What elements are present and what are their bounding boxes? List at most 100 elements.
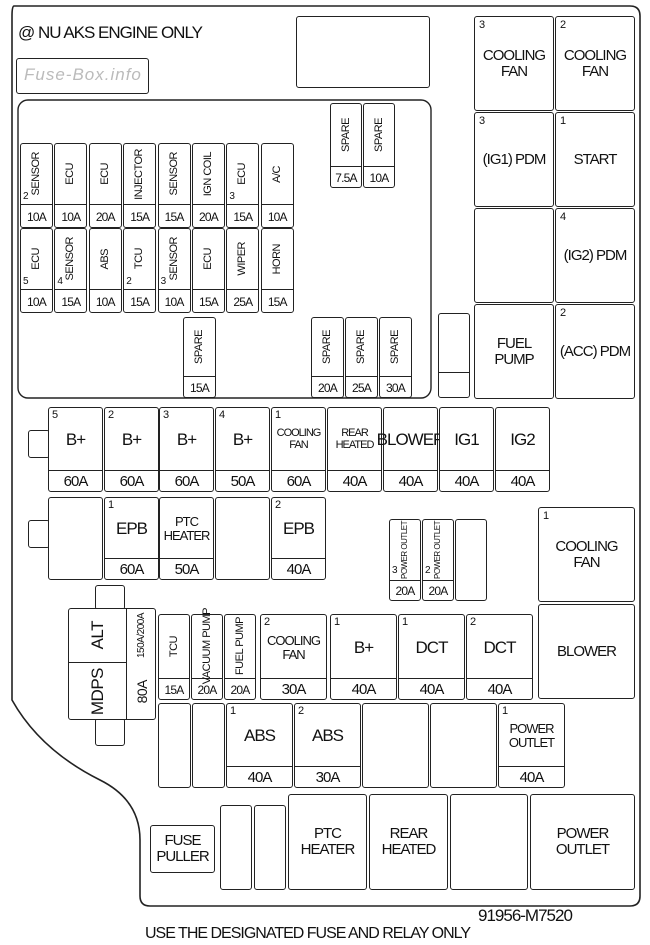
fuse-blank: [430, 703, 497, 788]
label-area: ECU: [90, 144, 121, 204]
relay-number: 1: [560, 115, 567, 127]
label-area: VACUUM PUMP: [192, 608, 222, 684]
divider: [21, 204, 52, 205]
divider: [124, 289, 156, 290]
divider: [55, 289, 87, 290]
fuse-label: ECU: [236, 163, 249, 185]
relay-label: BLOWER: [556, 642, 617, 660]
alt-mdps-block: [68, 608, 156, 720]
blank-slot: [455, 519, 487, 601]
relay--ig1-pdm: 3(IG1) PDM: [474, 112, 554, 207]
divider: [227, 289, 259, 290]
divider: [272, 558, 325, 559]
relay-ptc-heater: PTC HEATER: [288, 794, 367, 890]
fuse-amp: 30A: [281, 681, 307, 699]
relay-number: 1: [543, 510, 550, 522]
relay-rear-heated: REAR HEATED: [369, 794, 448, 890]
relay-label: COOLING FAN: [563, 46, 627, 80]
divider: [227, 766, 292, 767]
fuse-label: FUEL PUMP: [233, 617, 246, 676]
fuse-number: 1: [275, 409, 282, 421]
relay-label: (IG2) PDM: [563, 246, 628, 264]
fuse-amp: 60A: [119, 561, 145, 579]
relay-fuel-pump: FUEL PUMP: [474, 304, 554, 399]
relay-label: FUEL PUMP: [494, 334, 534, 368]
fuse-amp: 40A: [487, 681, 513, 699]
fuse-label: IG2: [510, 430, 535, 450]
fuse-number: 1: [502, 705, 509, 717]
relay-number: 2: [560, 19, 567, 31]
fuse-amp: 20A: [395, 584, 416, 598]
fuse-label: HORN: [270, 243, 283, 275]
fuse-amp: 10A: [27, 210, 47, 224]
relay-number: 2: [560, 307, 567, 319]
relay--ig2-pdm: 4 (IG2) PDM: [555, 208, 635, 303]
fuse-amp: 30A: [315, 769, 341, 787]
fuse-label: B+: [353, 637, 374, 657]
blank-relay-top: [296, 16, 430, 88]
divider: [364, 166, 394, 167]
fuse-amp: 60A: [63, 473, 89, 491]
fuse-label: EPB: [282, 519, 315, 539]
fuse-label: SENSOR: [30, 152, 42, 196]
divider: [312, 376, 343, 377]
fuse-amp: 20A: [230, 683, 251, 697]
divider: [331, 166, 361, 167]
fuse-label: POWER OUTLET: [400, 520, 409, 579]
fuse-number: 5: [23, 276, 29, 287]
fuse-label: TCU: [167, 635, 180, 658]
divider: [261, 289, 293, 290]
label-area: SPARE: [364, 104, 394, 166]
fuse-amp: 40A: [286, 561, 312, 579]
fuse-tcu: TCU 15A: [158, 614, 190, 700]
fuse-amp: 15A: [164, 683, 185, 697]
label-area: FUEL PUMP: [225, 615, 255, 678]
fuse-label: B+: [232, 430, 253, 450]
fuse-label: SENSOR: [64, 237, 77, 281]
divider: [272, 470, 325, 471]
fuse-amp: 15A: [164, 210, 185, 224]
fuse-number: 1: [402, 616, 409, 628]
fuse-amp: 40A: [351, 681, 377, 699]
label-box: [16, 58, 149, 94]
fuse-label: TCU: [133, 248, 146, 270]
divider: [331, 678, 396, 679]
engine-note: @ NU AKS ENGINE ONLY: [18, 23, 203, 42]
fuse-number: 3: [160, 276, 167, 287]
mdps-label: MDPS: [87, 667, 107, 716]
fuse-label: IGN COIL: [202, 151, 214, 197]
fuse-label: SPARE: [389, 330, 401, 364]
fuse-label: SPARE: [321, 330, 333, 364]
fuse-amp: 20A: [428, 584, 449, 598]
fuse-label: WIPER: [236, 242, 249, 276]
fuse-label: PTC HEATER: [163, 514, 211, 543]
fuse-label: DCT: [483, 637, 517, 657]
fuse-amp: 40A: [519, 769, 545, 787]
fuse-amp: 20A: [197, 683, 218, 697]
fuse-label: A/C: [270, 165, 283, 183]
fuse-label: ECU: [30, 248, 42, 270]
fuse-label: COOLING FAN: [276, 427, 322, 451]
fuse-label: B+: [121, 430, 142, 450]
relay-blower: BLOWER: [538, 604, 635, 699]
relay-number: 4: [560, 211, 567, 223]
fuse-number: 2: [470, 616, 477, 628]
